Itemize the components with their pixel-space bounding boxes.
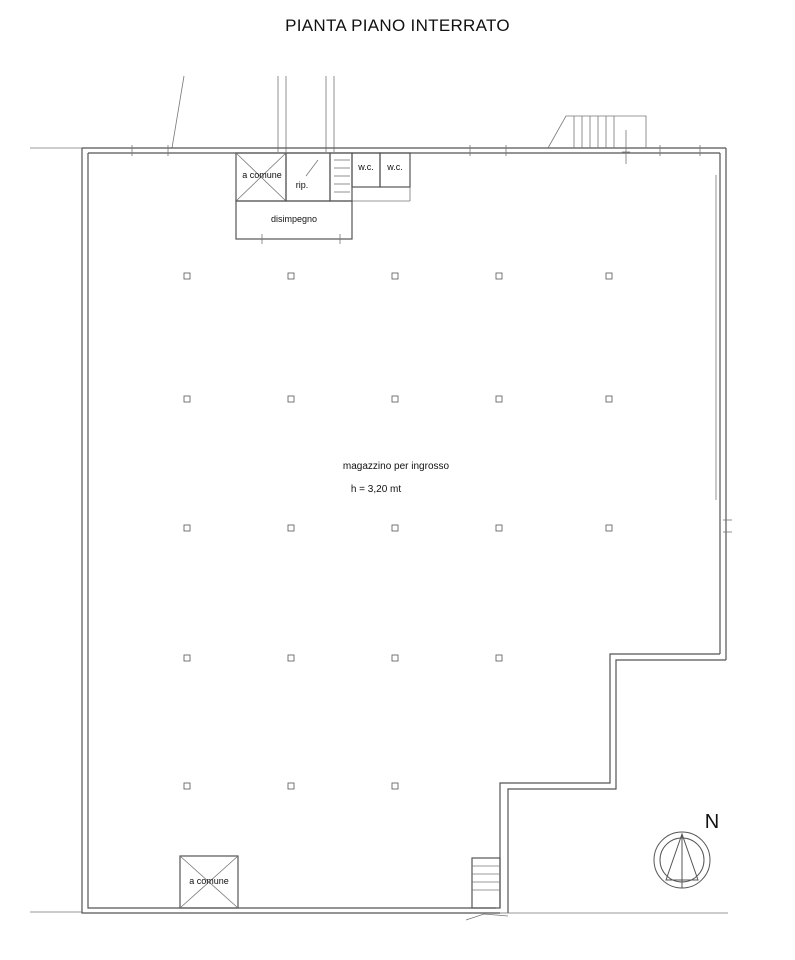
pillar	[605, 524, 613, 532]
pillar	[391, 272, 399, 280]
outer-walls	[81, 145, 732, 914]
room-label-wc-2: w.c.	[386, 162, 403, 172]
room-label-rip: rip.	[296, 180, 309, 190]
pillar	[287, 654, 295, 662]
pillar	[495, 524, 503, 532]
pillar	[391, 782, 399, 790]
room-label-a-comune: a comune	[242, 170, 282, 180]
pillar	[183, 272, 191, 280]
pillar	[391, 524, 399, 532]
pillar	[183, 654, 191, 662]
pillar	[183, 782, 191, 790]
pillar	[287, 395, 295, 403]
room-label-magazzino: magazzino per ingrosso	[343, 461, 450, 472]
room-label-a-comune-bottom: a comune	[189, 876, 229, 886]
pillar	[605, 395, 613, 403]
pillar	[183, 395, 191, 403]
room-label-wc-1: w.c.	[357, 162, 374, 172]
north-label: N	[705, 811, 719, 833]
pillar	[287, 782, 295, 790]
pillar	[183, 524, 191, 532]
pillar	[495, 395, 503, 403]
pillar	[287, 524, 295, 532]
plan-title: PIANTA PIANO INTERRATO	[285, 16, 510, 35]
pillar-grid	[183, 272, 613, 790]
pillar	[495, 272, 503, 280]
pillar	[287, 272, 295, 280]
pillar	[391, 654, 399, 662]
pillar	[391, 395, 399, 403]
room-label-disimpegno: disimpegno	[271, 214, 317, 224]
external-stair-top	[547, 115, 647, 164]
context-lines	[30, 75, 335, 913]
pillar	[495, 654, 503, 662]
north-arrow-icon: N	[653, 811, 719, 889]
bottom-features	[179, 855, 509, 921]
service-block	[235, 152, 411, 244]
room-height-label: h = 3,20 mt	[351, 484, 402, 495]
pillar	[605, 272, 613, 280]
